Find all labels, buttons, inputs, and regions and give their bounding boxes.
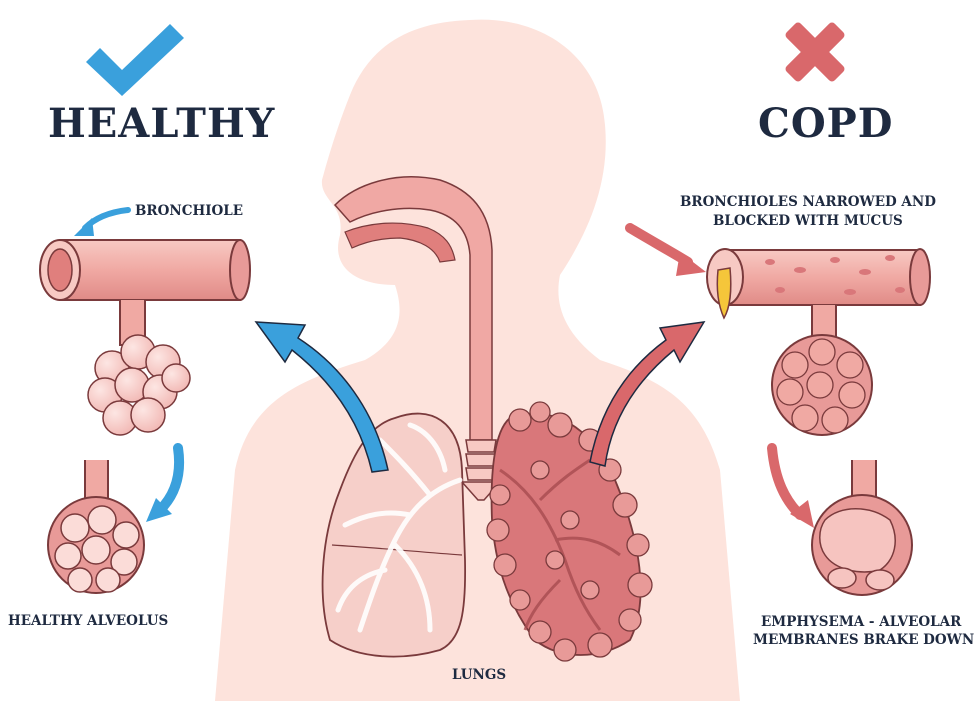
copd-down-arrow: [772, 448, 814, 528]
copd-bronchiole-label-line2: BLOCKED WITH MUCUS: [713, 212, 903, 230]
emphysema-label-line1: EMPHYSEMA - ALVEOLAR: [761, 613, 961, 631]
cross-icon: [767, 4, 863, 100]
bronchiole-label-arrow: [74, 210, 128, 236]
healthy-alveolar-cluster: [88, 335, 190, 435]
copd-title: COPD: [758, 100, 893, 147]
healthy-down-arrow: [146, 448, 179, 522]
copd-alveolar-cluster: [772, 335, 872, 435]
healthy-alveolus-closeup: [48, 460, 144, 593]
checkmark-icon: [86, 24, 184, 96]
lungs-label: LUNGS: [452, 666, 506, 684]
healthy-bronchiole: [40, 240, 250, 345]
copd-bronchiole-arrow: [630, 228, 706, 276]
healthy-alveolus-label: HEALTHY ALVEOLUS: [8, 612, 168, 630]
bronchiole-label: BRONCHIOLE: [135, 202, 243, 220]
healthy-title: HEALTHY: [48, 100, 275, 147]
emphysema-alveolus-closeup: [812, 460, 912, 595]
copd-bronchiole: [707, 249, 930, 345]
copd-bronchiole-label-line1: BRONCHIOLES NARROWED AND: [680, 193, 936, 211]
emphysema-label-line2: MEMBRANES BRAKE DOWN: [753, 631, 974, 649]
